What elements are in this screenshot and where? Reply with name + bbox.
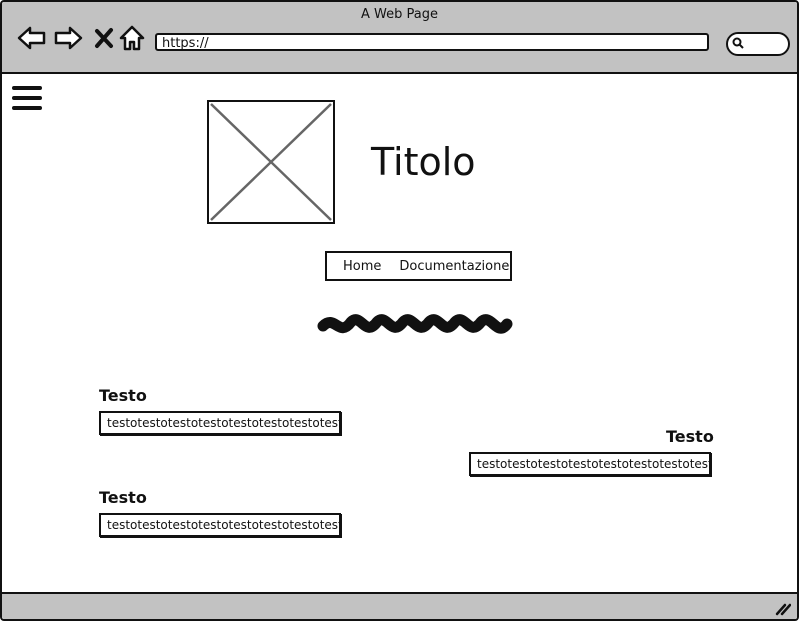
stop-x-icon[interactable] bbox=[88, 22, 120, 54]
search-icon bbox=[732, 37, 744, 49]
browser-toolbar: A Web Page https:// bbox=[2, 2, 797, 74]
image-placeholder bbox=[207, 100, 335, 224]
section-text-3: testotestotestotestotestotestotestotesto… bbox=[99, 513, 341, 537]
menu-item-home[interactable]: Home bbox=[343, 258, 382, 274]
nav-menu: Home Documentazione bbox=[325, 251, 512, 281]
section-text-1: testotestotestotestotestotestotestotesto… bbox=[99, 411, 341, 435]
status-bar bbox=[2, 592, 797, 619]
home-icon[interactable] bbox=[116, 22, 148, 54]
back-arrow-icon[interactable] bbox=[16, 22, 48, 54]
address-bar[interactable]: https:// bbox=[155, 33, 709, 51]
section-heading-2: Testo bbox=[666, 427, 714, 446]
scribble-graphic bbox=[317, 314, 513, 334]
section-heading-1: Testo bbox=[99, 386, 147, 405]
page-title: Titolo bbox=[371, 140, 476, 184]
search-field[interactable] bbox=[726, 32, 790, 56]
menu-item-documentazione[interactable]: Documentazione bbox=[399, 258, 510, 274]
resize-grip-icon[interactable] bbox=[775, 602, 791, 616]
window-title: A Web Page bbox=[361, 7, 438, 22]
section-text-2: testotestotestotestotestotestotestotesto… bbox=[469, 452, 711, 476]
hamburger-menu-icon[interactable] bbox=[12, 86, 42, 112]
section-heading-3: Testo bbox=[99, 488, 147, 507]
forward-arrow-icon[interactable] bbox=[52, 22, 84, 54]
